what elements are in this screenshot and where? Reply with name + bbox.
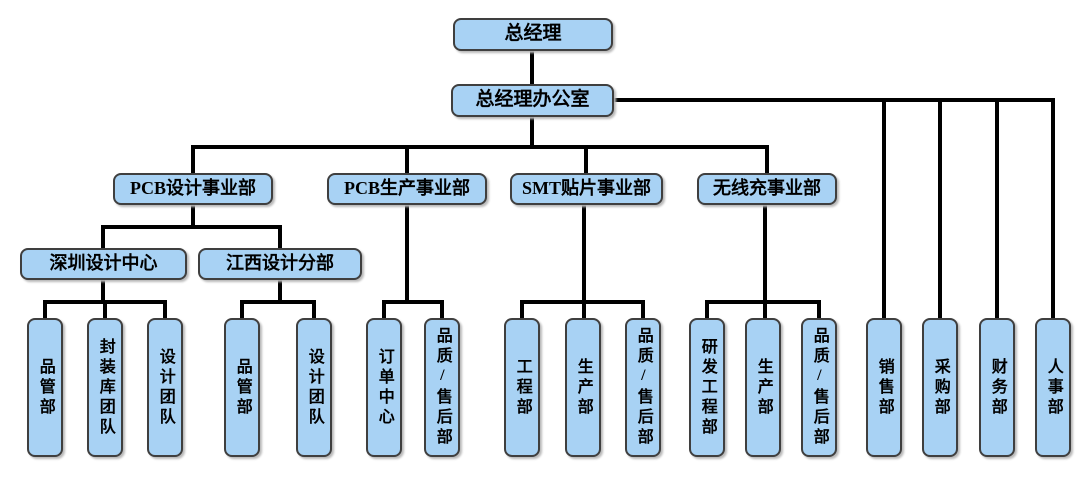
connector-line <box>191 205 195 229</box>
connector-line <box>278 225 282 248</box>
node-hr-dept: 人事部 <box>1035 318 1071 457</box>
connector-line <box>1051 98 1055 318</box>
node-jiangxi-design-branch: 江西设计分部 <box>198 248 362 280</box>
node-smt-quality-aftersales-dept: 品质/售后部 <box>625 318 661 457</box>
node-general-manager: 总经理 <box>453 18 613 51</box>
node-order-center: 订单中心 <box>366 318 402 457</box>
connector-line <box>240 300 316 304</box>
connector-line <box>101 225 105 248</box>
connector-line <box>584 145 588 173</box>
connector-line <box>278 280 282 304</box>
connector-line <box>101 280 105 304</box>
connector-line <box>240 300 244 318</box>
connector-line <box>765 145 769 173</box>
connector-line <box>405 205 409 304</box>
node-shenzhen-design-center: 深圳设计中心 <box>20 248 187 280</box>
connector-line <box>382 300 444 304</box>
node-sz-design-team: 设计团队 <box>147 318 183 457</box>
connector-line <box>530 117 534 149</box>
connector-line <box>520 300 524 318</box>
node-jx-design-team: 设计团队 <box>296 318 332 457</box>
node-pcb-production-division: PCB生产事业部 <box>327 173 487 205</box>
connector-line <box>520 300 645 304</box>
connector-line <box>191 145 195 173</box>
node-finance-dept: 财务部 <box>979 318 1015 457</box>
node-purchasing-dept: 采购部 <box>922 318 958 457</box>
node-wireless-charging-division: 无线充事业部 <box>697 173 837 205</box>
node-wl-quality-aftersales-dept: 品质/售后部 <box>801 318 837 457</box>
node-gm-office: 总经理办公室 <box>451 84 614 117</box>
node-sz-quality-dept: 品管部 <box>27 318 63 457</box>
connector-line <box>312 300 316 318</box>
node-smt-production-dept: 生产部 <box>565 318 601 457</box>
connector-line <box>382 300 386 318</box>
node-wl-production-dept: 生产部 <box>745 318 781 457</box>
node-smt-division: SMT贴片事业部 <box>510 173 663 205</box>
connector-line <box>705 300 821 304</box>
connector-line <box>995 98 999 318</box>
connector-line <box>938 98 942 318</box>
node-pcbp-quality-aftersales-dept: 品质/售后部 <box>424 318 460 457</box>
connector-line <box>440 300 444 318</box>
connector-line <box>817 300 821 318</box>
connector-line <box>582 205 586 318</box>
connector-line <box>163 300 167 318</box>
connector-line <box>101 225 282 229</box>
node-sz-package-library-team: 封装库团队 <box>87 318 123 457</box>
connector-line <box>530 51 534 84</box>
connector-line <box>405 145 409 173</box>
connector-line <box>103 300 107 318</box>
connector-line <box>763 205 767 318</box>
node-pcb-design-division: PCB设计事业部 <box>113 173 273 205</box>
connector-line <box>191 145 769 149</box>
connector-line <box>43 300 47 318</box>
connector-line <box>705 300 709 318</box>
node-jx-quality-dept: 品管部 <box>224 318 260 457</box>
connector-line <box>613 98 1055 102</box>
node-wl-rd-engineering-dept: 研发工程部 <box>689 318 725 457</box>
node-smt-engineering-dept: 工程部 <box>504 318 540 457</box>
connector-line <box>882 98 886 318</box>
node-sales-dept: 销售部 <box>866 318 902 457</box>
connector-line <box>641 300 645 318</box>
